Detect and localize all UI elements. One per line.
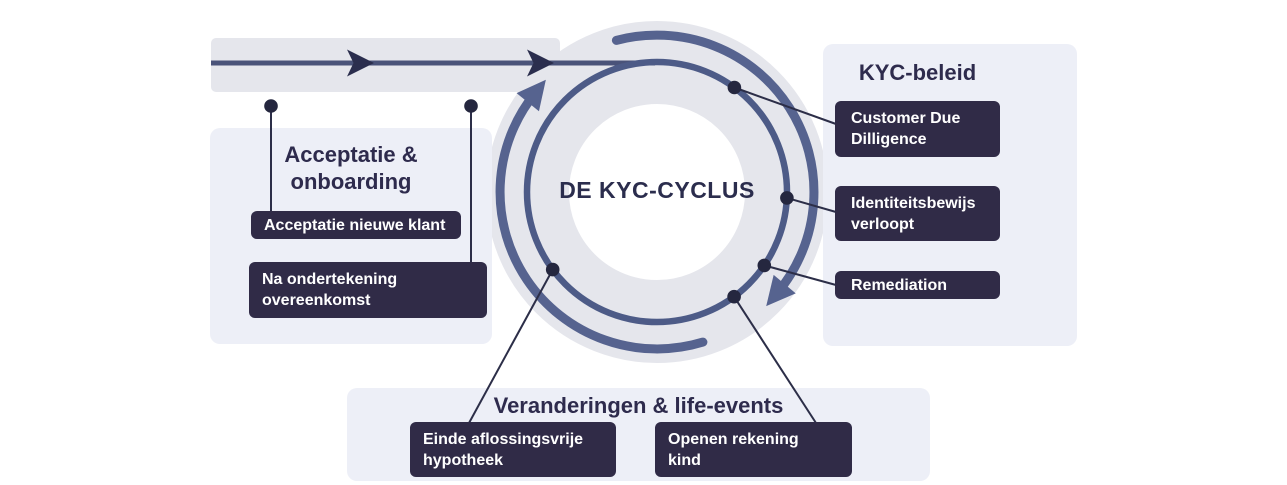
event-box-na-ondertekening-overeenkomst: Na ondertekening overeenkomst — [249, 262, 487, 318]
connector-identiteitsbewijs — [786, 196, 837, 213]
acceptatie-group-title: Acceptatie & onboarding — [210, 141, 492, 195]
kyc-beleid-group-title: KYC-beleid — [858, 60, 977, 85]
dot-openen-rekening — [727, 289, 741, 304]
event-box-openen-rekening-kind: Openen rekening kind — [655, 422, 852, 477]
event-box-identiteitsbewijs-verloopt: Identiteitsbewijs verloopt — [835, 186, 1000, 241]
dot-identiteitsbewijs — [780, 191, 794, 205]
connector-cdd — [734, 86, 837, 125]
event-box-einde-aflossingsvrije-hypotheek: Einde aflossingsvrije hypotheek — [410, 422, 616, 477]
event-box-acceptatie-nieuwe-klant: Acceptatie nieuwe klant — [251, 211, 461, 239]
dot-flow-1 — [264, 99, 278, 113]
dot-flow-2 — [464, 99, 478, 113]
acceptatie-group-title-text: Acceptatie & onboarding — [284, 142, 418, 194]
cycle-arrow-arc-left — [495, 79, 708, 354]
life-events-group-title: Veranderingen & life-events — [493, 393, 784, 418]
connector-openen-rekening — [733, 296, 817, 424]
dot-cdd — [727, 80, 742, 95]
event-box-remediation: Remediation — [835, 271, 1000, 299]
flow-arrowhead-1 — [347, 49, 374, 77]
event-box-customer-due-dilligence: Customer Due Dilligence — [835, 101, 1000, 157]
dot-einde-hypotheek — [545, 262, 560, 277]
dot-remediation — [757, 258, 772, 273]
cycle-center-title: DE KYC-CYCLUS — [559, 177, 755, 203]
connector-remediation — [764, 264, 837, 286]
flow-arrowhead-2 — [527, 49, 554, 77]
connector-einde-hypotheek — [468, 269, 554, 424]
